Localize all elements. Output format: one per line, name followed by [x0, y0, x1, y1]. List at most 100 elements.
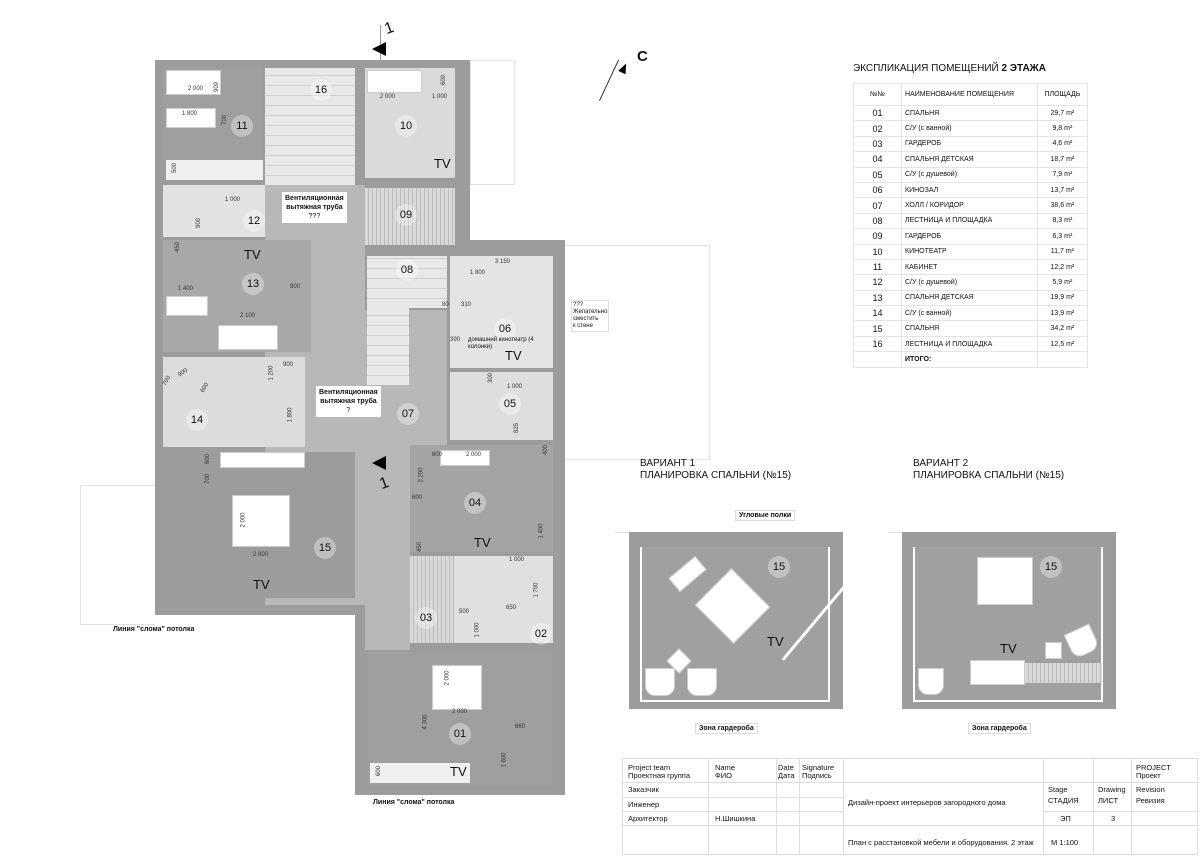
dimension: 1 000 [507, 384, 523, 390]
room-number: 09 [395, 204, 417, 226]
table-header: №№ НАИМЕНОВАНИЕ ПОМЕЩЕНИЯ ПЛОЩАДЬ [853, 83, 1088, 106]
dimension: 700 [222, 114, 229, 126]
room-number-cell: 16 [853, 336, 902, 353]
room-number-cell: 01 [853, 105, 902, 122]
bed [232, 495, 290, 547]
area-cell: 12,2 m² [1037, 259, 1088, 276]
dimension: 600 [205, 453, 212, 465]
room-number-cell: 05 [853, 167, 902, 183]
dimension: 450 [417, 541, 424, 553]
role: Архитектор [628, 814, 668, 823]
dimension: 600 [412, 495, 423, 501]
room-name-cell: С/У (с душевой) [901, 274, 1038, 291]
area-cell: 13,9 m² [1037, 305, 1088, 322]
room-number: 15 [314, 537, 336, 559]
room-number: 14 [186, 409, 208, 431]
room-number-cell: 15 [853, 320, 902, 337]
room-name-cell: СПАЛЬНЯ [901, 105, 1038, 122]
room-number: 11 [231, 115, 253, 137]
terrace-outline [80, 485, 155, 625]
variant-title: ВАРИАНТ 1 [640, 458, 696, 469]
variant-subtitle: ПЛАНИРОВКА СПАЛЬНИ (№15) [640, 470, 792, 481]
room-number: 02 [530, 623, 552, 645]
room-09 [365, 188, 455, 245]
room-name-cell: С/У (с ванной) [901, 120, 1038, 137]
room-name-cell: КИНОТЕАТР [901, 244, 1038, 260]
area-cell: 38,6 m² [1037, 197, 1088, 214]
tv-label: TV [1000, 641, 1017, 656]
dimension: 600 [376, 765, 383, 777]
dimension: 4 300 [422, 714, 429, 730]
room-number: 07 [397, 403, 419, 425]
drawing-value: 3 [1111, 814, 1116, 823]
armchair [687, 668, 717, 696]
tv-stand [370, 763, 470, 783]
room-name-cell: ЛЕСТНИЦА И ПЛОЩАДКА [901, 213, 1038, 230]
sheet-name: План с расстановкой мебели и оборудовани… [848, 838, 1034, 847]
room-number: 15 [1040, 556, 1062, 578]
dimension: 900 [283, 362, 294, 368]
room-number: 04 [464, 492, 486, 514]
room-number: 12 [243, 210, 265, 232]
desk [166, 108, 216, 128]
desk [166, 296, 208, 316]
room-number-cell: 09 [853, 228, 902, 245]
room-03 [410, 556, 455, 643]
room-number: 06 [494, 318, 516, 340]
room-number-cell: 14 [853, 305, 902, 322]
dimension: 900 [214, 81, 221, 93]
dimension: 700 [205, 473, 212, 485]
dimension: 2 100 [240, 313, 256, 319]
section-arrow-icon [372, 42, 386, 56]
north-arrow-head-icon [618, 61, 630, 75]
total-label: ИТОГО: [901, 351, 1038, 368]
dimension: 2 000 [188, 86, 204, 92]
room-05 [450, 372, 553, 440]
cinema-note: домашний кинотеатр (4 колонки) [468, 337, 534, 350]
area-cell: 12,5 m² [1037, 336, 1088, 353]
tv-label: TV [434, 156, 451, 171]
dimension: 80 [442, 302, 449, 308]
tv-label: TV [474, 535, 491, 550]
ceiling-break-label: Линия "слома" потолка [110, 625, 198, 634]
area-cell: 6,3 m² [1037, 228, 1088, 245]
room-number: 03 [415, 607, 437, 629]
room-14 [163, 357, 305, 447]
room-name-cell: СПАЛЬНЯ ДЕТСКАЯ [901, 290, 1038, 307]
room-number-cell: 13 [853, 290, 902, 307]
room-number-cell: 02 [853, 120, 902, 137]
tv-label: TV [767, 634, 784, 649]
room-name-cell: КИНОЗАЛ [901, 182, 1038, 199]
armchair [918, 668, 944, 695]
room-06 [450, 256, 553, 368]
room-number-cell: 11 [853, 259, 902, 276]
terrace-outline [470, 60, 515, 185]
dimension: 650 [506, 605, 517, 611]
tv-label: TV [244, 247, 261, 262]
north-arrow-icon [599, 59, 619, 101]
dimension: 1 600 [501, 752, 508, 768]
role: Заказчик [628, 785, 659, 794]
room-name-cell: С/У (с душевой) [901, 167, 1038, 183]
dimension: 2 000 [240, 512, 247, 528]
room-number: 13 [242, 273, 264, 295]
room-number-cell: 04 [853, 151, 902, 168]
bed [432, 665, 482, 710]
dimension: 2 000 [466, 452, 482, 458]
role: Инженер [628, 800, 660, 809]
room-number: 01 [449, 723, 471, 745]
room-number-cell: 07 [853, 197, 902, 214]
dimension: 1 200 [268, 365, 275, 381]
room-08-stairs [367, 308, 409, 385]
room-number: 05 [499, 393, 521, 415]
dimension: 600 [441, 74, 448, 86]
wardrobe [220, 452, 305, 468]
dimension: 1 400 [538, 523, 545, 539]
